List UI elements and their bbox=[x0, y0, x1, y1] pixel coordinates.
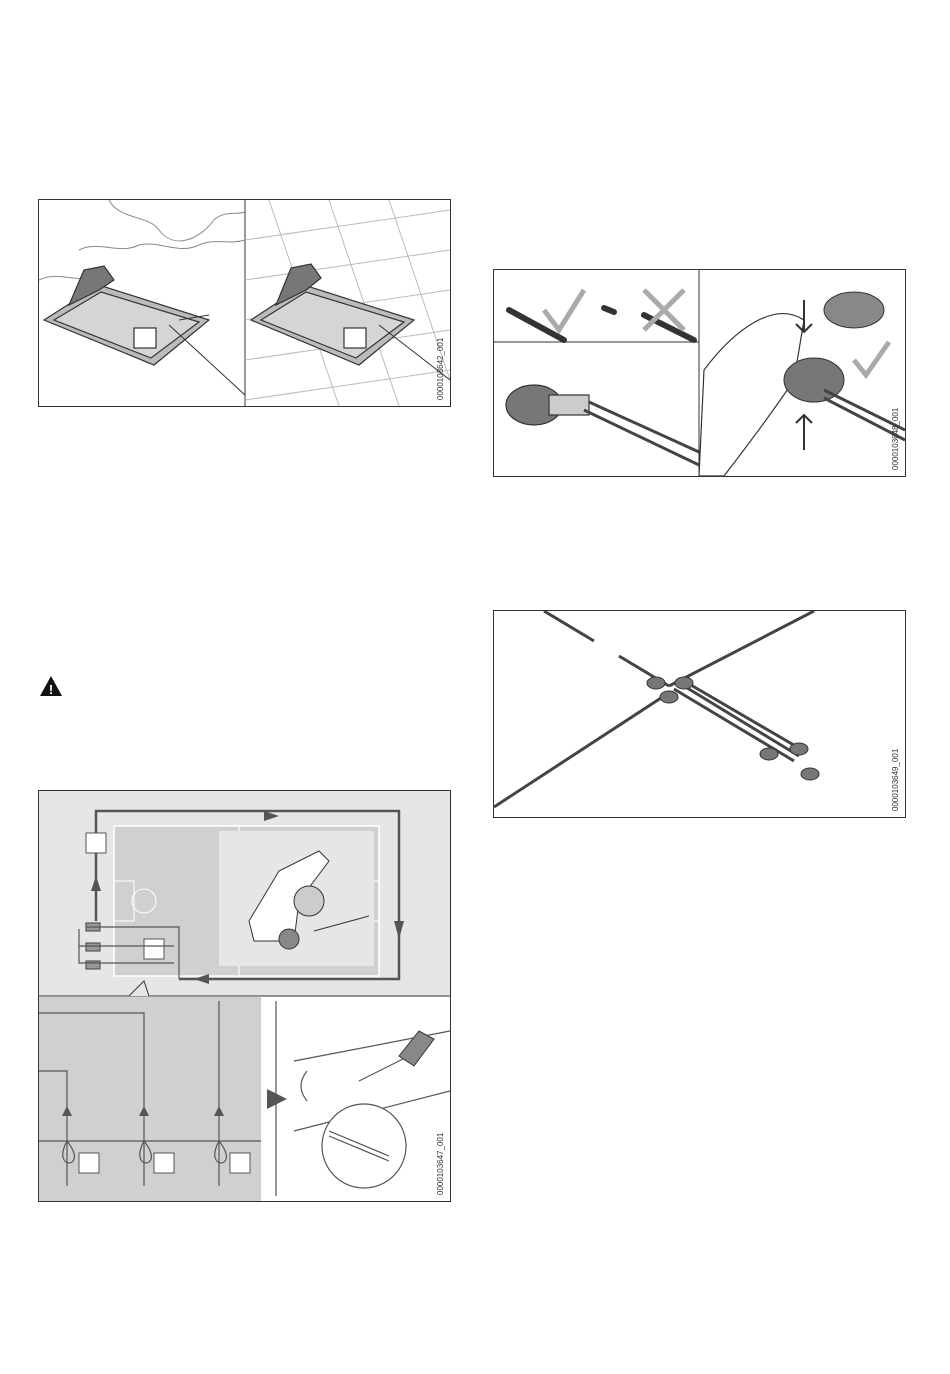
figure-id: 0000103647_001 bbox=[436, 1133, 445, 1195]
figure-wire-connector: 0000103648_001 bbox=[493, 269, 906, 477]
figure-id: 0000103642_001 bbox=[436, 338, 445, 400]
warning-triangle-icon: ! bbox=[39, 675, 63, 697]
warning-symbol: ! bbox=[49, 682, 53, 697]
wire-connector-illustration bbox=[494, 270, 905, 476]
figure-docking-station: 0000103642_001 bbox=[38, 199, 451, 407]
figure-perimeter-layout: 0000103647_001 bbox=[38, 790, 451, 1202]
figure-id: 0000103648_001 bbox=[891, 408, 900, 470]
figure-id: 0000103649_001 bbox=[891, 749, 900, 811]
figure-wire-junction: 0000103649_001 bbox=[493, 610, 906, 818]
wire-junction-illustration bbox=[494, 611, 905, 817]
perimeter-layout-illustration bbox=[39, 791, 450, 1201]
docking-station-illustration bbox=[39, 200, 450, 406]
